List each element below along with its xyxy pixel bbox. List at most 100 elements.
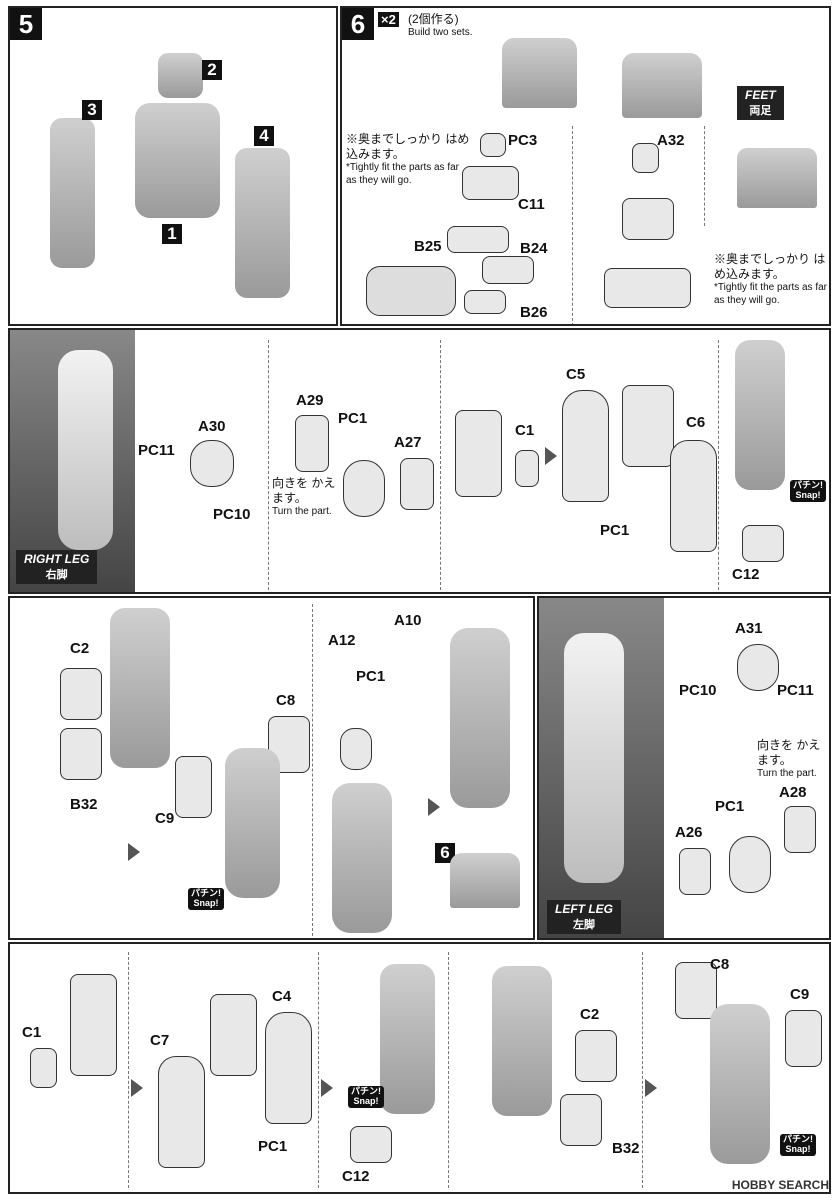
- multiplier: ×2: [378, 12, 399, 27]
- label-1: 1: [162, 224, 182, 244]
- label-4: 4: [254, 126, 274, 146]
- a31-piece: [737, 644, 779, 691]
- part-c12: C12: [342, 1168, 370, 1185]
- multiplier-note: (2個作る) Build two sets.: [408, 12, 473, 38]
- leg-assembly: [225, 748, 280, 898]
- c1-piece: [515, 450, 539, 487]
- knee-joint: [340, 728, 372, 770]
- left-leg-preview: [564, 633, 624, 883]
- right-leg-banner: RIGHT LEG 右脚: [16, 550, 98, 584]
- pc3-piece: [480, 133, 506, 157]
- part-c2: C2: [70, 640, 90, 657]
- part-pc1: PC1: [715, 798, 745, 815]
- part-pc10: PC10: [679, 682, 717, 699]
- foot-result: [737, 148, 817, 208]
- joint-assembly: [622, 385, 674, 467]
- full-right-leg: [450, 628, 510, 808]
- left-arm-part: [235, 148, 290, 298]
- leg-assembly: [710, 1004, 770, 1164]
- snap-badge: パチン!Snap!: [348, 1086, 384, 1108]
- part-a32: A32: [657, 132, 685, 149]
- next-arrow: [428, 798, 440, 816]
- lower-leg: [332, 783, 392, 933]
- c4-piece: [265, 1012, 312, 1124]
- step-5-panel: 5 2 3 4 1: [8, 6, 338, 326]
- foot-sole-piece: [604, 268, 691, 308]
- ref-step-6: 6: [435, 843, 455, 863]
- separator: [128, 952, 129, 1188]
- watermark: HOBBY SEARCH: [731, 1178, 829, 1192]
- a28-piece: [784, 806, 816, 853]
- part-c4: C4: [272, 988, 292, 1005]
- step-8-cont-panel: C1 C7 C4 PC1 パチン!Snap! C12 C2 B32 C8 C9 …: [8, 942, 831, 1194]
- c11-piece: [462, 166, 519, 200]
- b32-piece: [560, 1094, 602, 1146]
- part-a30: A30: [198, 418, 226, 435]
- step-7-cont-panel: C2 B32 C8 C9 パチン!Snap! A12 A10 PC1 6: [8, 596, 535, 940]
- a32-piece: [632, 143, 659, 173]
- separator: [718, 340, 719, 590]
- b32-piece: [60, 728, 102, 780]
- a30-piece: [190, 440, 234, 487]
- part-b24: B24: [520, 240, 548, 257]
- separator: [268, 340, 269, 590]
- separator: [642, 952, 643, 1188]
- step-number: 6: [342, 8, 374, 40]
- thigh-assembled: [380, 964, 435, 1114]
- part-c12: C12: [732, 566, 760, 583]
- next-arrow: [545, 447, 557, 465]
- thigh-core: [492, 966, 552, 1116]
- part-c11: C11: [518, 196, 545, 213]
- right-leg-preview: [58, 350, 113, 550]
- thigh-piece: [70, 974, 117, 1076]
- foot-attach: [450, 853, 520, 908]
- part-a26: A26: [675, 824, 703, 841]
- joint-assembly: [210, 994, 257, 1076]
- part-c6: C6: [686, 414, 706, 431]
- head-part: [158, 53, 203, 98]
- foot-right-preview: [622, 53, 702, 118]
- part-c9: C9: [155, 810, 175, 827]
- thigh-assembled: [735, 340, 785, 490]
- part-a12: A12: [328, 632, 356, 649]
- fit-note-2: ※奥までしっかり はめ込みます。 *Tightly fit the parts …: [714, 252, 828, 306]
- c6-piece: [670, 440, 717, 552]
- part-a31: A31: [735, 620, 763, 637]
- c2-piece: [60, 668, 102, 720]
- part-a29: A29: [296, 392, 324, 409]
- turn-note: 向きを かえます。 Turn the part.: [272, 476, 336, 517]
- part-pc3: PC3: [508, 132, 538, 149]
- part-pc11: PC11: [138, 442, 175, 459]
- separator: [440, 340, 441, 590]
- c9-piece: [785, 1010, 822, 1067]
- part-pc1: PC1: [356, 668, 386, 685]
- part-c8: C8: [710, 956, 730, 973]
- part-c1: C1: [22, 1024, 42, 1041]
- step-8-panel: 8 LEFT LEG 左脚 A31 PC10 PC11 向きを かえます。 Tu…: [537, 596, 831, 940]
- separator: [318, 952, 319, 1188]
- snap-badge: パチン!Snap!: [790, 480, 826, 502]
- part-c1: C1: [515, 422, 535, 439]
- step-6-panel: 6 ×2 (2個作る) Build two sets. FEET 両足 ※奥まで…: [340, 6, 831, 326]
- step-number: 5: [10, 8, 42, 40]
- c5-piece: [562, 390, 609, 502]
- part-b32: B32: [70, 796, 98, 813]
- part-pc1-b: PC1: [600, 522, 630, 539]
- step-7-panel: 7 RIGHT LEG 右脚 A30 PC11 PC10 向きを かえます。 T…: [8, 328, 831, 594]
- hip-joint-piece: [729, 836, 771, 893]
- separator: [312, 604, 313, 936]
- a29-piece: [295, 415, 329, 472]
- next-arrow: [321, 1079, 333, 1097]
- c12-piece: [742, 525, 784, 562]
- right-arm-part: [50, 118, 95, 268]
- label-2: 2: [202, 60, 222, 80]
- part-b26: B26: [520, 304, 548, 321]
- snap-badge: パチン!Snap!: [780, 1134, 816, 1156]
- feet-banner: FEET 両足: [737, 86, 784, 120]
- separator: [704, 126, 705, 226]
- part-b25: B25: [414, 238, 442, 255]
- c8-piece: [675, 962, 717, 1019]
- part-c9: C9: [790, 986, 810, 1003]
- c1-piece: [30, 1048, 57, 1088]
- b24-piece: [482, 256, 534, 284]
